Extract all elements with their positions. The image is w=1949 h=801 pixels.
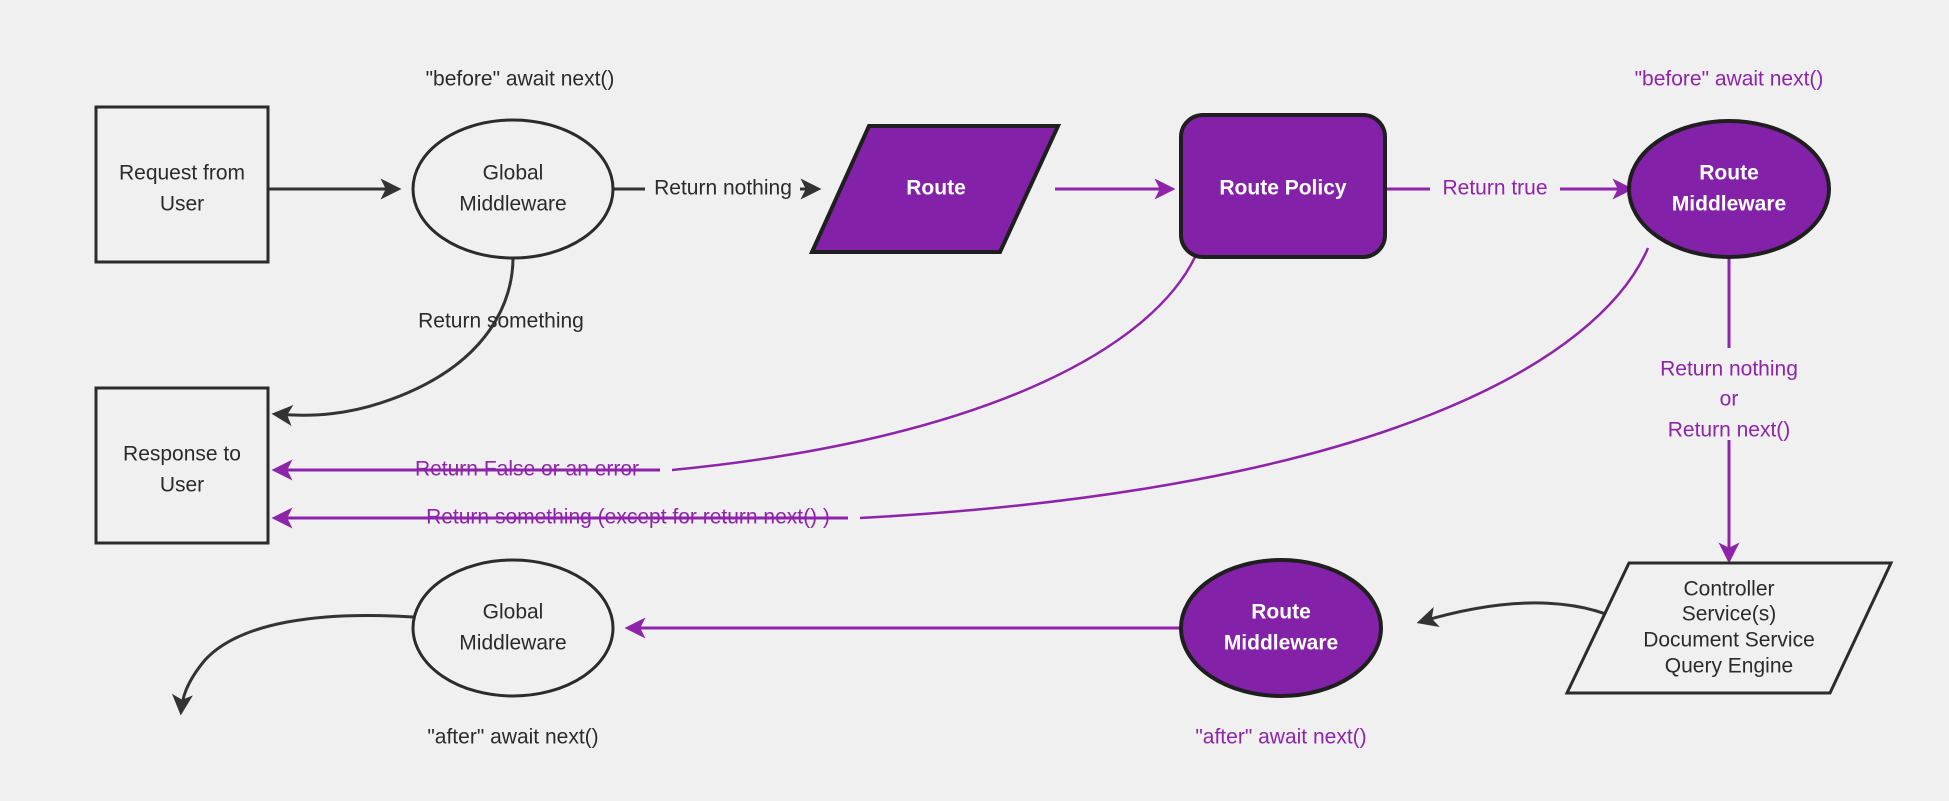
route-policy-shape [1179, 113, 1387, 259]
route-middleware-top-label-line2: Middleware [1672, 193, 1786, 216]
route-middleware-bottom-label-line1: Route [1251, 601, 1311, 624]
controller-stack-label-line3: Document Service [1643, 629, 1815, 652]
edge-label-return-nothing-vertical-3: Return next() [1668, 419, 1791, 442]
edge-global-middleware-return-something [271, 257, 515, 426]
node-route-policy[interactable]: Route Policy [1179, 113, 1387, 259]
route-middleware-bottom-label-line2: Middleware [1224, 632, 1338, 655]
edge-global-middleware-bottom-to-response [171, 613, 414, 716]
note-after-await-next-global: "after" await next() [427, 726, 598, 749]
node-controller-stack[interactable]: Controller Service(s) Document Service Q… [1564, 561, 1894, 695]
node-route-middleware-bottom[interactable]: Route Middleware [1179, 558, 1383, 698]
route-middleware-bottom-shape [1179, 558, 1383, 698]
request-from-user-label-line2: User [160, 193, 204, 216]
note-before-await-next-global: "before" await next() [426, 68, 615, 91]
route-policy-label: Route Policy [1219, 177, 1347, 200]
route-middleware-top-label-line1: Route [1699, 162, 1759, 185]
node-global-middleware-top[interactable]: Global Middleware [411, 118, 615, 260]
response-to-user-label-line1: Response to [123, 443, 241, 466]
route-label: Route [906, 177, 966, 200]
edge-label-return-false-or-error: Return False or an error [415, 458, 639, 481]
route-shape [808, 124, 1062, 254]
edge-label-return-nothing-vertical-2: or [1720, 388, 1739, 411]
edge-label-return-something-except-next: Return something (except for return next… [426, 506, 830, 529]
note-before-await-next-route: "before" await next() [1635, 68, 1824, 91]
global-middleware-top-label-line1: Global [483, 162, 544, 185]
global-middleware-top-label-line2: Middleware [459, 193, 566, 216]
edge-route-middleware-return-something [859, 247, 1650, 520]
edge-label-return-something-top: Return something [418, 310, 584, 333]
request-from-user-shape [94, 105, 270, 264]
edge-label-return-nothing-vertical-1: Return nothing [1660, 358, 1798, 381]
edge-label-return-nothing-top: Return nothing [654, 177, 792, 200]
request-from-user-label-line1: Request from [119, 162, 245, 185]
route-middleware-top-shape [1627, 119, 1831, 259]
global-middleware-bottom-label-line1: Global [483, 601, 544, 624]
controller-stack-label-line2: Service(s) [1682, 603, 1777, 626]
controller-stack-label-line1: Controller [1683, 578, 1774, 601]
global-middleware-bottom-label-line2: Middleware [459, 632, 566, 655]
controller-stack-shape [1564, 561, 1894, 695]
response-to-user-shape [94, 386, 270, 545]
node-route-middleware-top[interactable]: Route Middleware [1627, 119, 1831, 259]
controller-stack-label-line4: Query Engine [1665, 655, 1793, 678]
node-global-middleware-bottom[interactable]: Global Middleware [411, 558, 615, 698]
global-middleware-top-shape [411, 118, 615, 260]
global-middleware-bottom-shape [411, 558, 615, 698]
response-to-user-label-line2: User [160, 474, 204, 497]
note-after-await-next-route: "after" await next() [1195, 726, 1366, 749]
edge-route-policy-return-false [671, 256, 1197, 472]
node-response-to-user[interactable]: Response to User [94, 386, 270, 545]
edge-label-return-true: Return true [1442, 177, 1547, 200]
node-route[interactable]: Route [808, 124, 1062, 254]
node-request-from-user[interactable]: Request from User [94, 105, 270, 264]
